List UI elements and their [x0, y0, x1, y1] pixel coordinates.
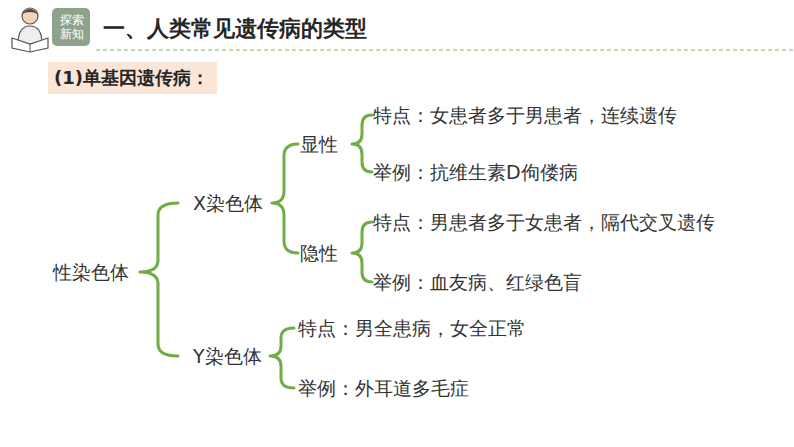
feature-text: 特点：男患者多于女患者，隔代交叉遗传	[373, 211, 715, 234]
brace	[352, 115, 372, 172]
feature-text: 特点：男全患病，女全正常	[298, 317, 526, 340]
tree-term: Y染色体	[193, 345, 262, 368]
brace	[270, 328, 294, 388]
title-rule	[96, 49, 794, 51]
example-text: 举例：抗维生素D佝偻病	[373, 161, 578, 184]
book-spine	[30, 44, 31, 52]
badge-ground	[52, 8, 90, 46]
section-heading: (1)单基因遗传病：	[54, 67, 211, 89]
tree-term: X染色体	[193, 192, 263, 215]
tree-term: 性染色体	[53, 261, 129, 284]
figure-head	[22, 8, 38, 24]
feature-text: 特点：女患者多于男患者，连续遗传	[373, 104, 677, 127]
example-text: 举例：血友病、红绿色盲	[373, 271, 582, 294]
tree-term: 隐性	[300, 242, 338, 265]
figure-hair	[22, 9, 38, 14]
brace	[140, 203, 178, 356]
header-icon	[12, 8, 90, 52]
section-box: (1)单基因遗传病：	[48, 62, 217, 94]
brace	[272, 144, 298, 253]
book	[12, 38, 48, 52]
example-text: 举例：外耳道多毛症	[298, 377, 469, 400]
tree-term: 显性	[300, 133, 338, 156]
slide-title: 一、人类常见遗传病的类型	[103, 16, 367, 42]
badge-text: 探索新知	[60, 13, 84, 42]
brace	[352, 222, 372, 282]
